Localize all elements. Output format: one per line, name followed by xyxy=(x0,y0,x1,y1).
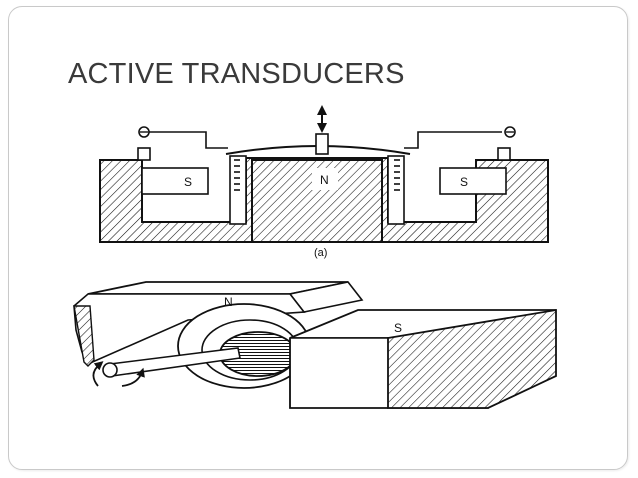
coil-right xyxy=(394,159,400,191)
coil-left xyxy=(234,159,240,191)
right-terminal-post xyxy=(497,147,511,161)
pole-label-b-s: S xyxy=(394,321,402,335)
pole-label-b-n: N xyxy=(224,295,233,309)
rotation-arrow-left xyxy=(92,361,104,387)
pole-label-center-n: N xyxy=(320,173,329,187)
figure-a-caption: (a) xyxy=(314,247,327,259)
left-s-pocket xyxy=(141,167,209,195)
right-s-pocket xyxy=(439,167,507,195)
figure-b-perspective-view: N S xyxy=(73,281,557,409)
pole-label-left-s: S xyxy=(184,175,192,189)
figure-a-section-view: S N S (a) xyxy=(99,105,549,259)
slide-frame xyxy=(8,6,628,470)
plunger xyxy=(315,133,329,155)
slide-title: ACTIVE TRANSDUCERS xyxy=(68,58,405,90)
rotation-arrow-right xyxy=(121,367,145,387)
s-magnet-side xyxy=(387,308,557,409)
transducer-figure: S N S (a) N S xyxy=(73,105,557,409)
left-terminal-post xyxy=(137,147,151,161)
pole-label-right-s: S xyxy=(460,175,468,189)
